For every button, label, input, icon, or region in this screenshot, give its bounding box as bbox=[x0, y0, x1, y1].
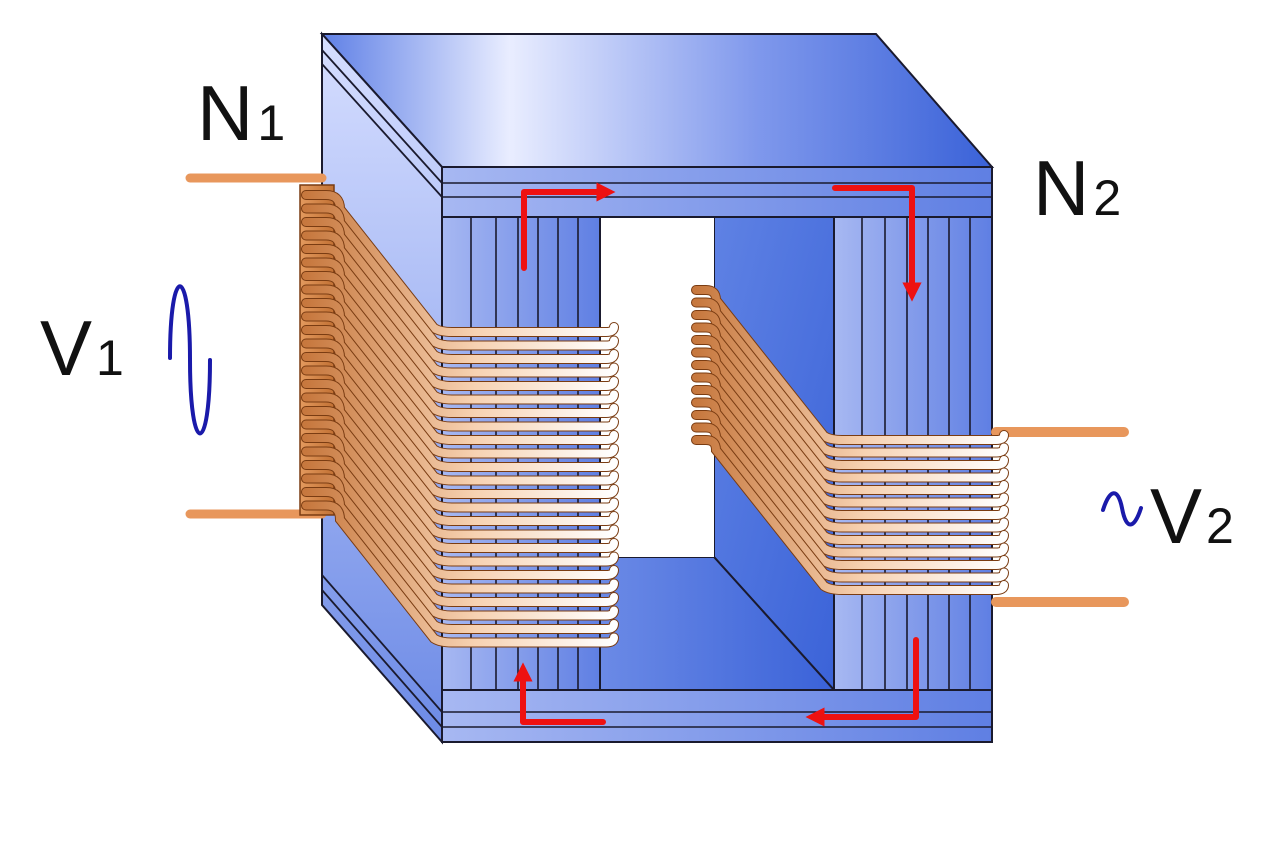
secondary-turns-label: N2 bbox=[1033, 144, 1121, 232]
coil-turn bbox=[302, 285, 618, 431]
coil-turn bbox=[692, 286, 1008, 444]
coil-turn bbox=[692, 311, 1008, 469]
coil-turn bbox=[302, 461, 618, 606]
primary-voltage-symbol: V bbox=[40, 304, 92, 392]
primary-turns-label: N1 bbox=[197, 69, 285, 157]
lower-yoke-lamination-lines bbox=[442, 711, 992, 728]
coil-turn bbox=[692, 386, 1008, 544]
primary-turns-symbol: N bbox=[197, 69, 253, 157]
coil-turn bbox=[302, 447, 618, 593]
flux-arrow-icon bbox=[513, 662, 606, 725]
coil-turn bbox=[302, 339, 618, 485]
coil-turn bbox=[692, 411, 1008, 569]
coil-turn bbox=[692, 398, 1008, 557]
primary-coil-turns bbox=[301, 190, 619, 648]
flux-arrows bbox=[513, 182, 922, 727]
coil-turn bbox=[692, 436, 1008, 594]
coil-turn bbox=[302, 312, 618, 458]
secondary-turns-subscript: 2 bbox=[1093, 170, 1121, 226]
core-left-lamination-lines bbox=[321, 49, 443, 728]
coil-turn bbox=[302, 326, 618, 471]
flux-arrow-icon bbox=[805, 637, 919, 727]
secondary-voltage-subscript: 2 bbox=[1206, 498, 1234, 554]
coil-turn bbox=[302, 272, 618, 417]
upper-yoke-lamination-lines bbox=[442, 182, 992, 198]
coil-turn bbox=[302, 204, 618, 350]
coil-turn bbox=[302, 366, 618, 512]
coil-turn bbox=[692, 298, 1008, 457]
coil-turn bbox=[302, 258, 618, 404]
coil-turn bbox=[692, 323, 1008, 482]
secondary-coil-turns bbox=[691, 285, 1009, 595]
coil-turn bbox=[692, 423, 1008, 582]
primary-ac-sine-wave-icon bbox=[168, 284, 212, 436]
coil-turn bbox=[302, 393, 618, 539]
secondary-voltage-label: V2 bbox=[1150, 472, 1234, 560]
secondary-ac-sine-wave-icon bbox=[1101, 491, 1143, 527]
flux-arrow-icon bbox=[521, 182, 616, 271]
coil-turn bbox=[302, 420, 618, 566]
coil-turn bbox=[302, 380, 618, 525]
primary-voltage-subscript: 1 bbox=[96, 330, 124, 386]
coil-turn bbox=[302, 488, 618, 633]
primary-voltage-label: V1 bbox=[40, 304, 124, 392]
coil-turn bbox=[302, 407, 618, 552]
secondary-winding bbox=[691, 285, 1129, 607]
flux-arrow-icon bbox=[832, 185, 922, 302]
coil-turn bbox=[302, 501, 618, 647]
coil-turn bbox=[302, 231, 618, 377]
coil-turn bbox=[302, 245, 618, 390]
coil-turn bbox=[692, 336, 1008, 494]
primary-turns-subscript: 1 bbox=[257, 95, 285, 151]
coil-turn bbox=[302, 474, 618, 620]
coil-turn bbox=[302, 353, 618, 498]
coil-turn bbox=[302, 218, 618, 363]
coil-turn bbox=[302, 434, 618, 579]
coil-turn bbox=[302, 191, 618, 336]
coil-turn bbox=[692, 348, 1008, 507]
secondary-turns-symbol: N bbox=[1033, 144, 1089, 232]
coil-turn bbox=[302, 299, 618, 444]
secondary-voltage-symbol: V bbox=[1150, 472, 1202, 560]
coil-turn bbox=[692, 361, 1008, 519]
coil-turn bbox=[692, 373, 1008, 532]
primary-winding bbox=[185, 173, 619, 648]
